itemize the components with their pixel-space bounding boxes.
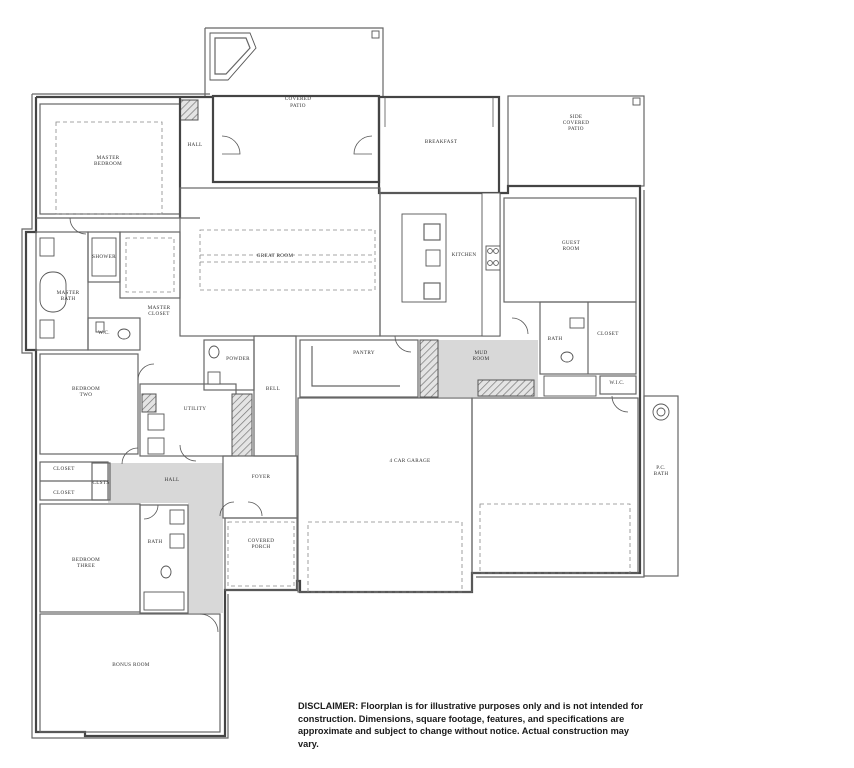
garage-area [297,395,679,593]
label-powder: POWDER [226,356,250,362]
label-hall-top: HALL [187,142,202,148]
label-closet-2: CLOSET [53,490,75,496]
pantry-mud-area [299,339,535,398]
kitchen-area [379,192,501,337]
guest-room-area [503,197,637,397]
bedroom-three-bonus-area [39,503,221,733]
breakfast-area [377,95,501,195]
bedroom-two-area [39,353,139,501]
label-garage: 4 CAR GARAGE [389,458,430,464]
label-closet-1: CLOSET [53,466,75,472]
door-swings [69,135,629,633]
hall-foyer-area [91,455,298,614]
label-bath-guest: BATH [548,336,563,342]
label-wic: W.I.C. [609,380,624,386]
great-room-area [179,187,381,337]
label-foyer: FOYER [252,474,271,480]
label-bath-three: BATH [148,539,163,545]
label-breakfast: BREAKFAST [425,139,458,145]
label-utility: UTILITY [184,406,207,412]
label-bonus-room: BONUS ROOM [112,662,150,668]
side-covered-patio-area [507,95,645,187]
label-bell: BELL [266,386,280,392]
label-hall-mid: HALL [164,477,179,483]
exterior-walls [21,93,645,739]
label-wc: W.C. [98,330,110,336]
label-closet-guest: CLOSET [597,331,619,337]
label-great-room: GREAT ROOM [257,253,294,259]
label-kitchen: KITCHEN [452,252,477,258]
label-shower: SHOWER [92,254,116,260]
disclaimer-text: DISCLAIMER: Floorplan is for illustrativ… [298,701,644,749]
master-bath-area [35,231,181,351]
utility-powder-area [139,335,297,457]
label-clsts: CLSTS [92,480,109,486]
label-pc-bath: P.C.BATH [654,465,669,477]
label-pantry: PANTRY [353,350,375,356]
